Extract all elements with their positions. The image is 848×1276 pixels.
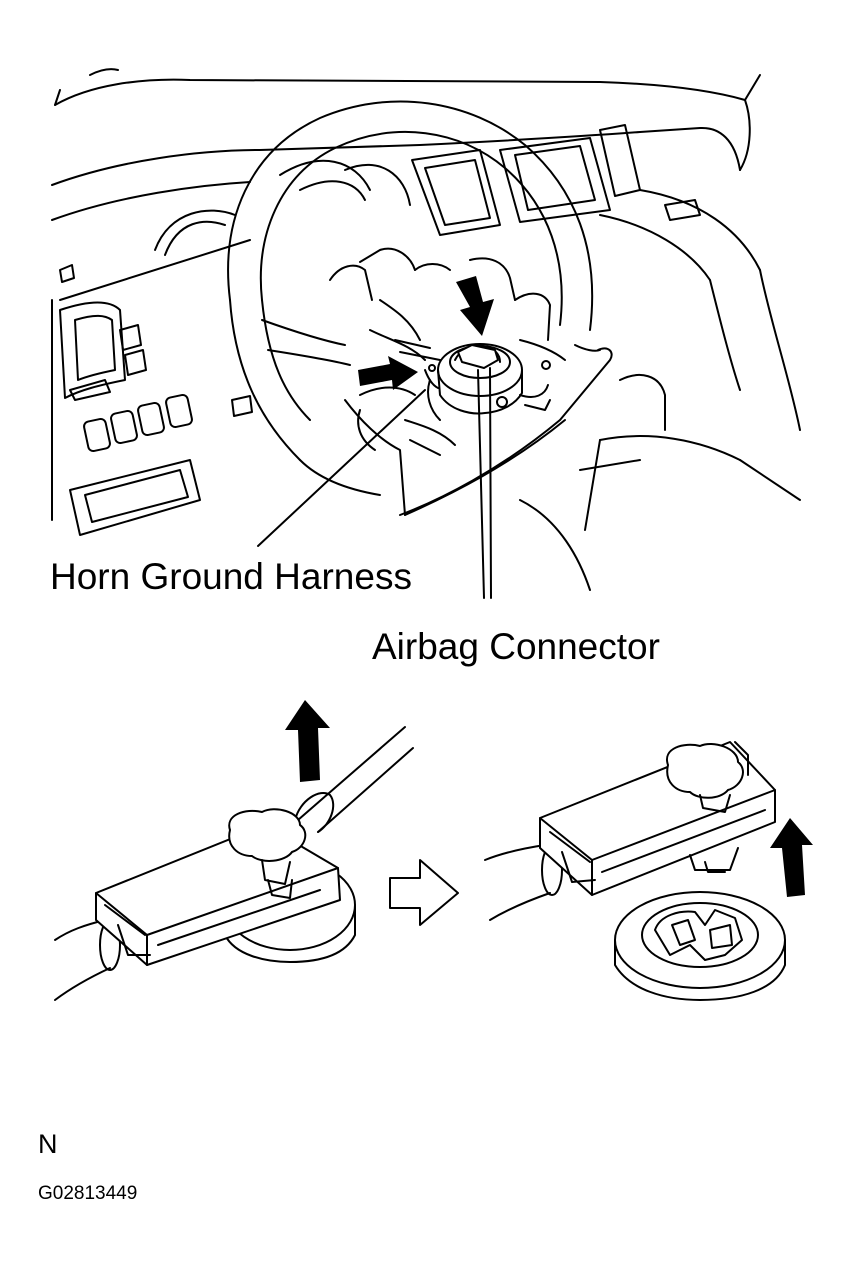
connector-release-illustration bbox=[54, 700, 414, 1001]
steering-wheel bbox=[227, 100, 613, 599]
horn-ground-leader-line bbox=[257, 389, 426, 547]
connector-removed-illustration bbox=[484, 741, 813, 1001]
next-step-arrow-icon bbox=[389, 859, 459, 926]
airbag-connector-label: Airbag Connector bbox=[372, 626, 660, 667]
down-arrow-icon bbox=[456, 276, 494, 336]
dashboard-illustration bbox=[51, 68, 801, 591]
view-letter: N bbox=[38, 1129, 58, 1159]
right-arrow-icon bbox=[358, 356, 418, 390]
figure-code: G02813449 bbox=[38, 1183, 138, 1204]
airbag-connector-leader-line-1 bbox=[477, 369, 485, 599]
horn-ground-harness-label: Horn Ground Harness bbox=[50, 556, 412, 597]
up-arrow-icon-right bbox=[770, 818, 813, 897]
up-arrow-icon bbox=[285, 700, 330, 782]
airbag-connector-leader-line-2 bbox=[489, 367, 492, 599]
